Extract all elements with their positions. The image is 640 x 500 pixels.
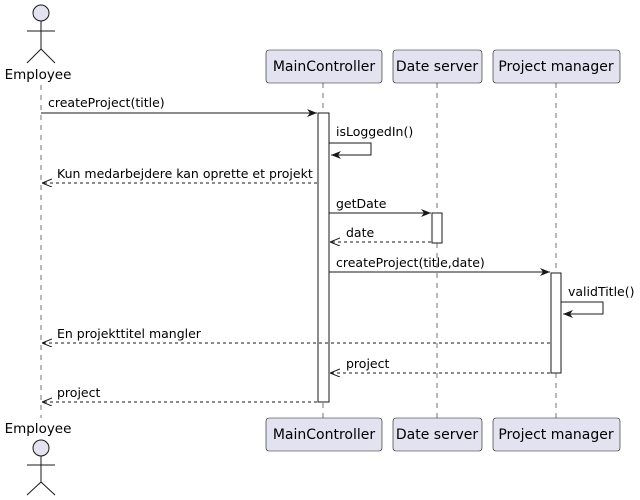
actor-name-bottom: Employee <box>5 421 72 437</box>
participant-maincontroller-bottom: MainController <box>265 417 383 452</box>
message-project-from-pm: project <box>330 356 550 373</box>
participant-label: Date server <box>396 59 478 75</box>
participant-date-server-bottom: Date server <box>392 417 483 452</box>
message-label: isLoggedIn() <box>336 124 413 139</box>
message-label: createProject(title) <box>48 95 165 110</box>
message-label: date <box>346 225 374 240</box>
message-is-logged-in: isLoggedIn() <box>329 124 413 159</box>
participant-label: MainController <box>273 427 376 443</box>
participant-label: Project manager <box>498 59 614 75</box>
actor-name-top: Employee <box>5 67 72 83</box>
participant-label: Date server <box>396 427 478 443</box>
message-label: validTitle() <box>568 284 634 299</box>
activation-date-server <box>431 212 443 244</box>
message-create-project: createProject(title) <box>41 95 317 117</box>
message-label: project <box>57 385 100 400</box>
message-label: En projekttitel mangler <box>57 326 202 341</box>
participant-project-manager-top: Project manager <box>492 49 621 84</box>
message-date-return: date <box>330 225 431 242</box>
message-get-date: getDate <box>329 196 431 217</box>
message-label: Kun medarbejdere kan oprette et projekt <box>57 166 313 181</box>
activation-maincontroller <box>317 112 330 403</box>
message-label: createProject(title,date) <box>336 255 485 270</box>
message-valid-title: validTitle() <box>561 284 634 318</box>
message-label: getDate <box>336 196 387 211</box>
participant-label: Project manager <box>498 427 614 443</box>
message-only-employees: Kun medarbejdere kan oprette et projekt <box>42 166 317 183</box>
message-title-missing: En projekttitel mangler <box>42 326 550 343</box>
message-label: project <box>346 356 389 371</box>
message-project-to-employee: project <box>42 385 317 402</box>
participant-project-manager-bottom: Project manager <box>492 417 621 452</box>
participant-label: MainController <box>273 59 376 75</box>
actor-employee-top: Employee <box>5 4 72 83</box>
actor-employee-bottom: Employee <box>5 421 72 496</box>
participant-maincontroller-top: MainController <box>265 49 383 84</box>
message-create-project-date: createProject(title,date) <box>329 255 550 276</box>
actor-head-icon <box>32 439 50 457</box>
actor-head-icon <box>32 4 50 22</box>
activation-project-manager <box>550 272 562 374</box>
participant-date-server-top: Date server <box>392 49 483 84</box>
